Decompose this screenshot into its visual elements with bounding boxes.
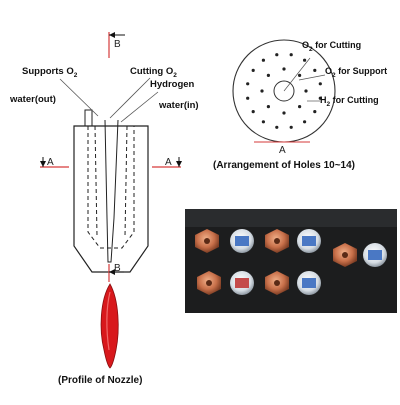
cutting-o2-channel — [104, 119, 119, 263]
supports-o2-label: Supports O2 — [22, 66, 78, 79]
hole-dot — [304, 89, 308, 93]
section-a-right-label: A — [165, 157, 172, 168]
hole-dot — [303, 120, 307, 124]
section-a-left-marker — [40, 157, 69, 168]
hole-dot — [251, 68, 255, 72]
hole-dot — [246, 82, 250, 86]
hole-dot — [266, 73, 270, 77]
hole-dot — [261, 58, 265, 62]
section-b-bottom-marker — [108, 264, 124, 282]
section-b-top-marker — [108, 32, 125, 58]
hole-dot — [260, 89, 264, 93]
flame — [100, 283, 119, 369]
water-in-label: water(in) — [159, 100, 199, 111]
hole-dots — [246, 53, 322, 129]
hole-dot — [298, 73, 302, 77]
hole-dot — [303, 58, 307, 62]
section-a-left-label: A — [47, 157, 54, 168]
cooling-passage — [87, 126, 135, 249]
o2-cutting-label: O2 for Cutting — [302, 40, 362, 53]
hole-dot — [298, 105, 302, 109]
o2-support-label: O2 for Support — [325, 66, 388, 79]
section-b-top-label: B — [114, 39, 121, 50]
section-a-right-marker — [152, 157, 182, 168]
section-b-bottom-label: B — [114, 263, 121, 274]
nozzle-photo-art — [185, 209, 397, 313]
hole-dot — [275, 125, 279, 129]
h2-cutting-label: H2 for Cutting — [320, 95, 379, 108]
hole-dot — [318, 96, 322, 100]
cutting-o2-label: Cutting O2 — [130, 66, 177, 79]
hole-dot — [246, 96, 250, 100]
hole-dot — [261, 120, 265, 124]
hole-dot — [282, 111, 286, 115]
hole-dot — [251, 110, 255, 114]
hole-dot — [275, 53, 279, 57]
holes-caption: (Arrangement of Holes 10~14) — [213, 160, 355, 171]
nozzle-photo-row-1 — [195, 229, 387, 267]
hole-section-a-label: A — [279, 145, 286, 156]
hydrogen-label: Hydrogen — [150, 79, 195, 90]
nozzle-caption: (Profile of Nozzle) — [58, 375, 143, 386]
nozzle-outer-body — [73, 125, 149, 273]
hole-dot — [289, 125, 293, 129]
hole-dot — [318, 82, 322, 86]
hole-dot — [313, 110, 317, 114]
water-out-label: water(out) — [10, 94, 56, 105]
hole-dot — [282, 67, 286, 71]
hole-dot — [313, 68, 317, 72]
nozzle-photo-row-2 — [197, 271, 321, 295]
hole-dot — [266, 105, 270, 109]
hole-dot — [289, 53, 293, 57]
nozzle-photo — [185, 209, 397, 313]
